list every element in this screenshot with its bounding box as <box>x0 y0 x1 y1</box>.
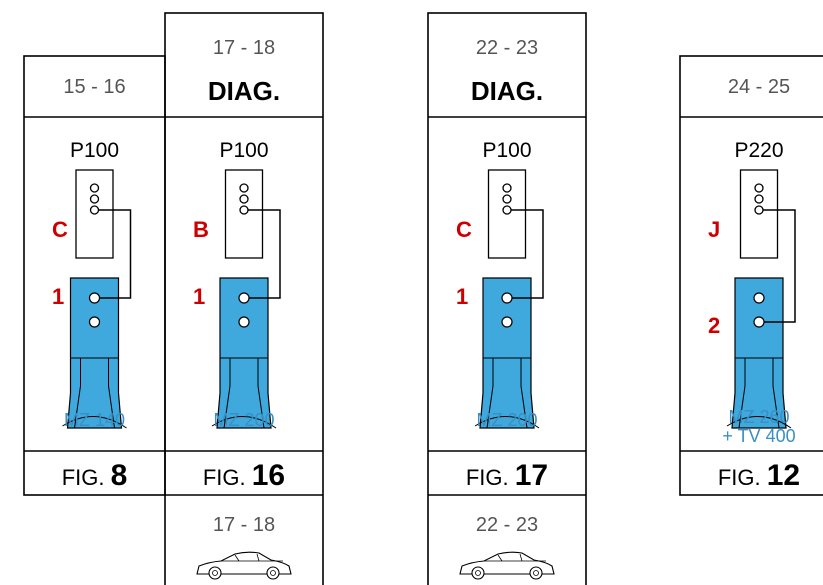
figure-caption: FIG. 8 <box>62 459 128 492</box>
footer-year-range: 17 - 18 <box>213 514 275 536</box>
model-year-range: 22 - 23 <box>476 37 538 59</box>
model-year-range: 17 - 18 <box>213 37 275 59</box>
diag-label: DIAG. <box>208 76 280 106</box>
figure-caption: FIG. 12 <box>718 459 800 492</box>
mz-model-label: + TV 400 <box>722 426 795 446</box>
connector-model: P220 <box>734 139 783 162</box>
wire-path <box>763 209 796 323</box>
figure-number: 16 <box>252 459 285 492</box>
figure-number: 8 <box>111 459 128 492</box>
connector-model: P100 <box>70 139 119 162</box>
mz-model-label: MZ 200 <box>213 410 274 430</box>
wire-path <box>248 209 281 299</box>
upper-pin-label: C <box>52 217 68 242</box>
lower-pin-label: 2 <box>708 313 720 338</box>
figure-caption: FIG. 16 <box>203 459 285 492</box>
panel-border <box>427 12 587 585</box>
upper-pin-label: C <box>456 217 472 242</box>
model-year-range: 24 - 25 <box>728 76 790 98</box>
lower-pin-label: 1 <box>52 284 64 309</box>
mz-model-label: MZ 200 <box>476 410 537 430</box>
mz-connector-icon <box>211 277 277 429</box>
figure-caption: FIG. 17 <box>466 459 548 492</box>
figure-number: 12 <box>767 459 800 492</box>
plate-connector-icon <box>487 169 527 259</box>
model-year-range: 15 - 16 <box>63 76 125 98</box>
plate-connector-icon <box>75 169 114 259</box>
figure-prefix: FIG. <box>203 465 252 490</box>
wire-path <box>98 209 132 299</box>
panel-border <box>679 55 823 496</box>
upper-pin-label: B <box>193 217 209 242</box>
panel-border <box>164 12 324 585</box>
upper-pin-label: J <box>708 217 720 242</box>
mz-model-label: MZ 140 <box>64 410 125 430</box>
mz-connector-icon <box>726 277 792 429</box>
connector-model: P100 <box>219 139 268 162</box>
figure-prefix: FIG. <box>718 465 767 490</box>
mz-connector-icon <box>61 277 128 429</box>
lower-pin-label: 1 <box>456 284 468 309</box>
plate-connector-icon <box>739 169 779 259</box>
wire-path <box>511 209 544 299</box>
figure-prefix: FIG. <box>62 465 111 490</box>
mz-model-label: MZ 260 <box>728 407 789 427</box>
car-icon <box>196 551 292 580</box>
plate-connector-icon <box>224 169 264 259</box>
lower-pin-label: 1 <box>193 284 205 309</box>
connector-model: P100 <box>482 139 531 162</box>
diag-label: DIAG. <box>471 76 543 106</box>
footer-year-range: 22 - 23 <box>476 514 538 536</box>
figure-prefix: FIG. <box>466 465 515 490</box>
car-icon <box>459 551 555 580</box>
mz-connector-icon <box>474 277 540 429</box>
figure-number: 17 <box>515 459 548 492</box>
